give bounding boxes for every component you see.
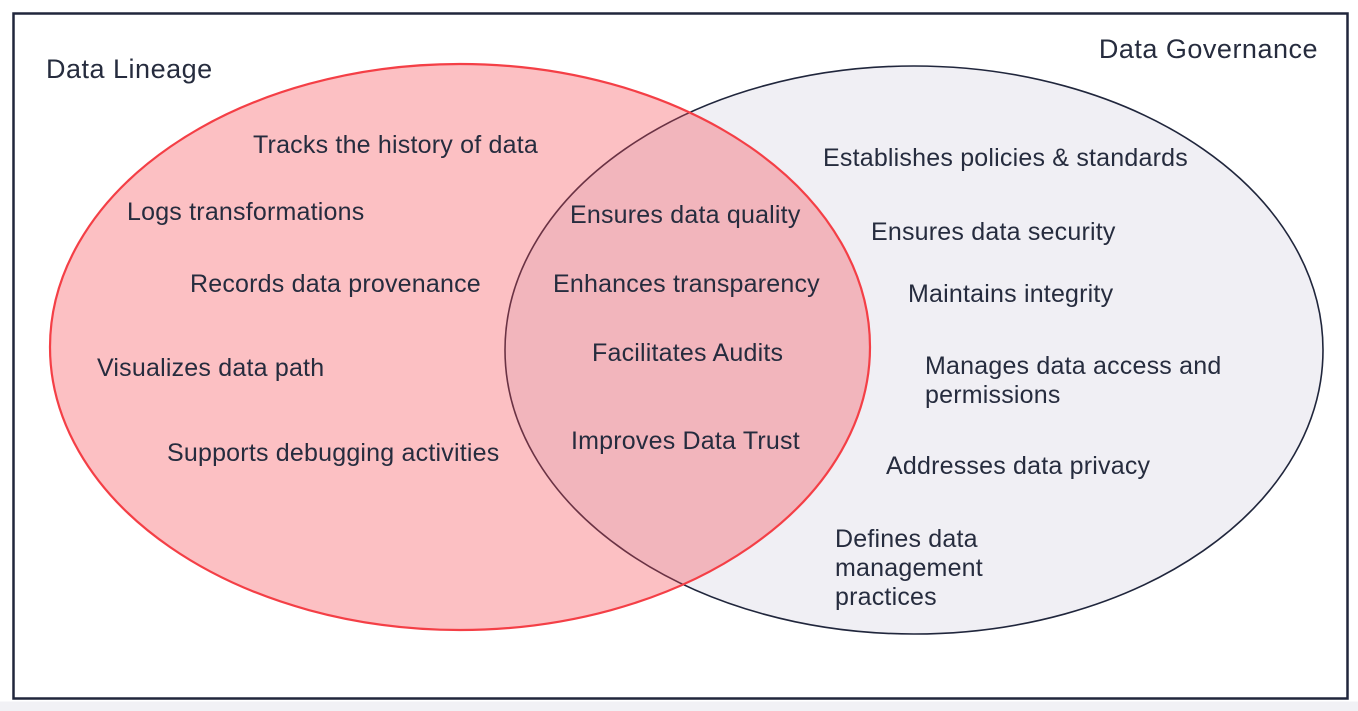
overlap-item: Ensures data quality bbox=[570, 201, 801, 229]
governance-item: Ensures data security bbox=[871, 218, 1116, 246]
governance-ellipse bbox=[504, 65, 1324, 635]
governance-item: Defines data management practices bbox=[835, 525, 983, 611]
governance-item: Addresses data privacy bbox=[886, 452, 1151, 480]
governance-item: Manages data access and permissions bbox=[925, 352, 1222, 409]
lineage-title: Data Lineage bbox=[46, 54, 213, 84]
lineage-item: Visualizes data path bbox=[97, 354, 325, 382]
governance-item: Maintains integrity bbox=[908, 280, 1114, 308]
governance-title: Data Governance bbox=[1098, 34, 1318, 64]
lineage-item: Supports debugging activities bbox=[167, 439, 500, 467]
lineage-item: Logs transformations bbox=[127, 198, 365, 226]
overlap-item: Enhances transparency bbox=[553, 270, 820, 298]
lineage-item: Records data provenance bbox=[190, 270, 481, 298]
overlap-item: Facilitates Audits bbox=[592, 339, 784, 367]
lineage-item: Tracks the history of data bbox=[253, 131, 538, 159]
page-strip bbox=[0, 701, 1358, 711]
overlap-item: Improves Data Trust bbox=[571, 427, 800, 455]
lineage-ellipse bbox=[48, 62, 872, 632]
governance-item: Establishes policies & standards bbox=[823, 144, 1188, 172]
